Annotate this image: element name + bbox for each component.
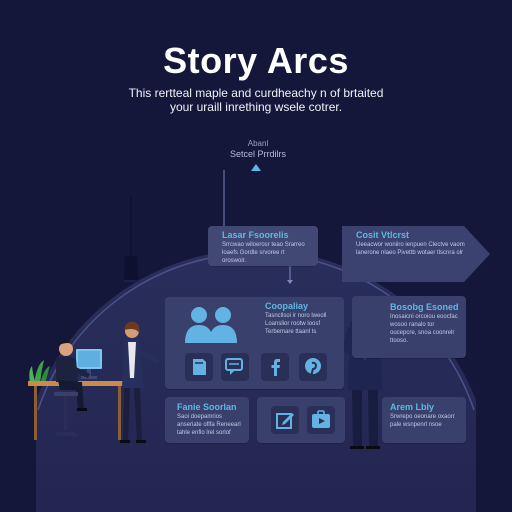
card-upper-right-shape xyxy=(342,226,490,282)
users-icon xyxy=(185,307,237,343)
video-icon xyxy=(312,410,330,428)
apex-marker-icon xyxy=(251,164,261,171)
card-bottom-right-title: Arem Lbly xyxy=(390,402,435,412)
apex-label-top: Abanl xyxy=(247,139,269,148)
card-right-mid-title: Bosobg Esoned xyxy=(390,302,459,312)
card-center-main-title: Coopaliay xyxy=(265,301,309,311)
card-bottom-right: Arem Lbly Srwrepo oeonare oxaorr pale ws… xyxy=(382,397,466,443)
subtitle-line-1: This rertteal maple and curdheachy n of … xyxy=(128,86,384,100)
card-upper-left-text: Srrcwao wiloerosr teao Srarreo loaefs Go… xyxy=(222,242,305,264)
card-right-mid: Bosobg Esoned Inosaicni orcoiou eoocfac … xyxy=(352,296,466,358)
pinterest-tile[interactable] xyxy=(299,353,327,381)
card-center-main: Coopaliay Tasncllsoi ir noro lweoll Loan… xyxy=(165,297,344,389)
pinterest-icon xyxy=(305,358,321,377)
video-tile[interactable] xyxy=(307,406,335,434)
facebook-tile[interactable] xyxy=(261,353,289,381)
facebook-icon xyxy=(271,359,280,376)
standing-woman-figure xyxy=(120,321,160,443)
card-bottom-left-title: Fanie Soorlan xyxy=(177,402,237,412)
card-upper-right-text: Ueeacwor woniiro ienpuen Clectve vaom la… xyxy=(356,242,465,256)
subtitle-line-2: your uraill inrething wsele cotrer. xyxy=(169,100,343,114)
edit-tile[interactable] xyxy=(271,406,299,434)
card-bottom-right-text: Srwrepo oeonare oxaorr pale wsnpenrl nso… xyxy=(390,414,455,428)
card-bottom-left-text: Saoi doepamrios anseriate oflfa Reneearl… xyxy=(177,414,241,436)
document-icon xyxy=(193,359,206,375)
chat-tile[interactable] xyxy=(221,353,249,381)
card-bottom-left: Fanie Soorlan Saoi doepamrios anseriate … xyxy=(165,397,249,443)
card-right-mid-text: Inosaicni orcoiou eoocfac wosoo ranalo t… xyxy=(390,314,458,344)
card-center-main-text: Tasncllsoi ir noro lweoll Loanslior root… xyxy=(265,313,327,335)
apex-label: Abanl Setcel Prrdilrs xyxy=(200,138,316,160)
card-upper-left: Lasar Fsoorelis Srrcwao wiloerosr teao S… xyxy=(208,226,318,266)
subtitle: This rertteal maple and curdheachy n of … xyxy=(96,86,416,114)
plant-icon xyxy=(29,360,50,384)
edit-icon xyxy=(276,413,294,429)
chat-icon xyxy=(225,358,243,375)
monitor-icon xyxy=(76,349,102,379)
document-tile[interactable] xyxy=(185,353,213,381)
card-upper-right-title: Cosit Vtlcrst xyxy=(356,230,410,240)
card-upper-left-title: Lasar Fsoorelis xyxy=(222,230,289,240)
hanging-lamp-icon xyxy=(124,196,138,282)
seated-person-figure xyxy=(54,340,90,436)
apex-label-bottom: Setcel Prrdilrs xyxy=(229,149,286,159)
card-bottom-icons xyxy=(257,397,345,443)
page-title: Story Arcs xyxy=(163,40,349,81)
